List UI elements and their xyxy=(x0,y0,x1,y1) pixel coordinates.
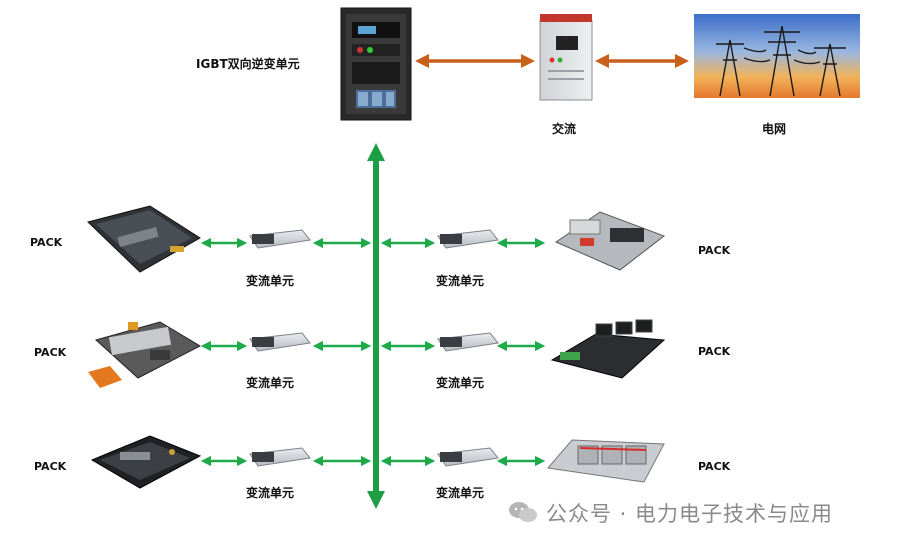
row1-right-pack-label: PACK xyxy=(698,244,731,257)
row3-left-converter-image xyxy=(249,447,311,467)
grid-label: 电网 xyxy=(762,122,787,136)
row3-left-pack-label: PACK xyxy=(34,460,67,473)
row2-left-battery-pack-image xyxy=(88,321,202,388)
row3-right-converter-label: 变流单元 xyxy=(436,486,485,500)
row1-left-pack-label: PACK xyxy=(30,236,63,249)
igbt-cabinet-image xyxy=(340,7,412,121)
row3-right-converter-image xyxy=(437,447,499,467)
row2-right-battery-pack-image xyxy=(550,319,666,379)
row3-left-battery-pack-image xyxy=(90,435,202,489)
row2-right-converter-label: 变流单元 xyxy=(436,376,485,390)
igbt-label: IGBT双向逆变单元 xyxy=(196,57,300,71)
ac-label: 交流 xyxy=(552,122,577,136)
row1-left-battery-pack-image xyxy=(87,205,201,273)
row2-left-converter-image xyxy=(249,332,311,352)
wechat-icon xyxy=(509,502,537,522)
row2-right-pack-label: PACK xyxy=(698,345,731,358)
row1-left-converter-label: 变流单元 xyxy=(246,274,295,288)
row2-right-converter-image xyxy=(437,332,499,352)
row1-right-converter-label: 变流单元 xyxy=(436,274,485,288)
ac-cabinet-image xyxy=(539,14,593,101)
row2-left-pack-label: PACK xyxy=(34,346,67,359)
row3-right-battery-pack-image xyxy=(547,439,665,483)
row3-left-converter-label: 变流单元 xyxy=(246,486,295,500)
row1-right-converter-image xyxy=(437,229,499,249)
power-grid-image xyxy=(694,14,860,98)
row1-right-battery-pack-image xyxy=(554,211,666,271)
row3-right-pack-label: PACK xyxy=(698,460,731,473)
row1-left-converter-image xyxy=(249,229,311,249)
watermark-text: 公众号 · 电力电子技术与应用 xyxy=(546,502,834,526)
row2-left-converter-label: 变流单元 xyxy=(246,376,295,390)
